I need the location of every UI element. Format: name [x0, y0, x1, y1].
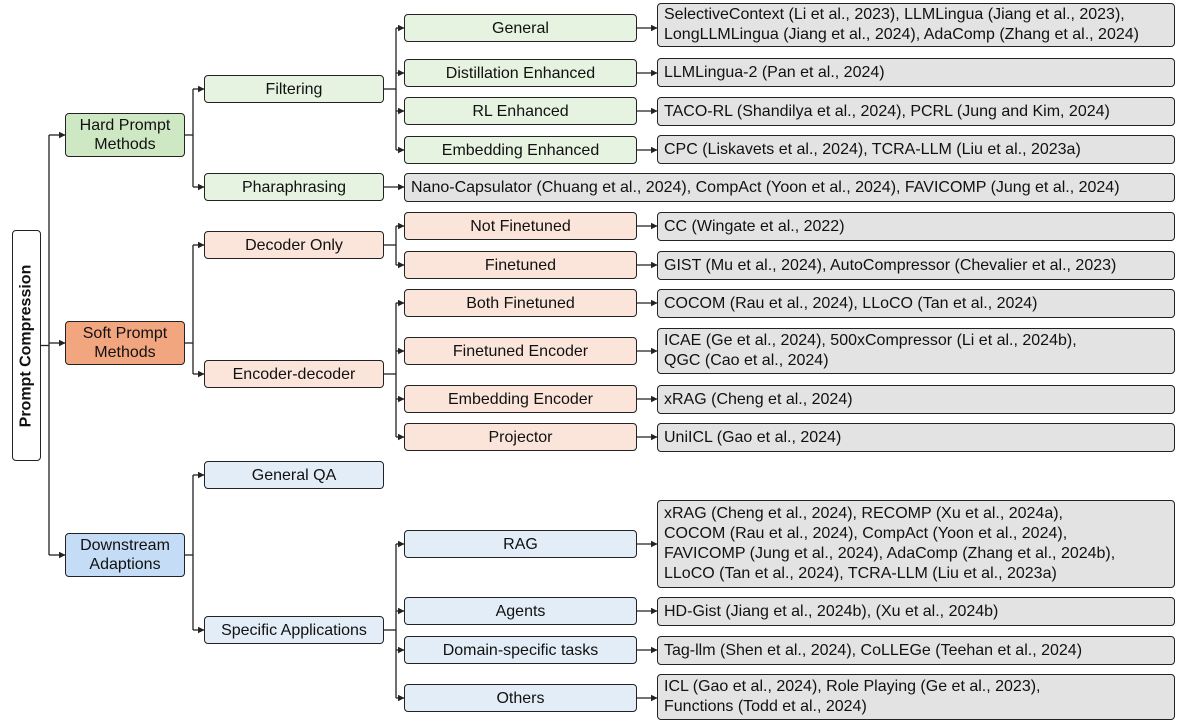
projector-label: Projector	[488, 428, 553, 446]
encoder-decoder-node: Encoder-decoder	[204, 360, 384, 388]
leaf-projector: UniICL (Gao et al., 2024)	[657, 423, 1175, 452]
leaf-finetuned: GIST (Mu et al., 2024), AutoCompressor (…	[657, 251, 1175, 280]
hard-prompt-label: Hard Prompt Methods	[79, 117, 171, 153]
both-finetuned-label: Both Finetuned	[466, 294, 575, 312]
leaf-both-finetuned-text: COCOM (Rau et al., 2024), LLoCO (Tan et …	[664, 294, 1038, 312]
paraphrasing-node: Pharaphrasing	[204, 173, 384, 201]
leaf-domain-specific: Tag-llm (Shen et al., 2024), CoLLEGe (Te…	[657, 636, 1175, 665]
soft-prompt-node: Soft Prompt Methods	[65, 321, 185, 365]
leaf-distillation-text: LLMLingua-2 (Pan et al., 2024)	[664, 63, 885, 81]
encoder-decoder-label: Encoder-decoder	[232, 365, 356, 383]
embedding-encoder-label: Embedding Encoder	[448, 390, 593, 408]
filtering-label: Filtering	[265, 80, 323, 98]
distillation-label: Distillation Enhanced	[445, 64, 596, 82]
leaf-agents: HD-Gist (Jiang et al., 2024b), (Xu et al…	[657, 597, 1175, 626]
soft-prompt-label: Soft Prompt Methods	[82, 325, 168, 361]
decoder-only-label: Decoder Only	[245, 236, 343, 254]
specific-applications-node: Specific Applications	[204, 616, 384, 644]
agents-node: Agents	[404, 597, 637, 625]
leaf-finetuned-encoder: ICAE (Ge et al., 2024), 500xCompressor (…	[657, 328, 1175, 374]
leaf-finetuned-text: GIST (Mu et al., 2024), AutoCompressor (…	[664, 256, 1117, 274]
distillation-node: Distillation Enhanced	[404, 59, 637, 87]
leaf-agents-text: HD-Gist (Jiang et al., 2024b), (Xu et al…	[664, 602, 999, 620]
embedding-encoder-node: Embedding Encoder	[404, 385, 637, 413]
rl-enhanced-label: RL Enhanced	[472, 102, 569, 120]
leaf-embedding-enhanced-text: CPC (Liskavets et al., 2024), TCRA-LLM (…	[664, 140, 1081, 158]
rag-node: RAG	[404, 530, 637, 558]
rag-label: RAG	[503, 535, 538, 553]
hard-prompt-node: Hard Prompt Methods	[65, 113, 185, 157]
leaf-paraphrasing-text: Nano-Capsulator (Chuang et al., 2024), C…	[411, 178, 1120, 196]
leaf-embedding-enhanced: CPC (Liskavets et al., 2024), TCRA-LLM (…	[657, 135, 1175, 164]
others-node: Others	[404, 684, 637, 712]
general-node: General	[404, 14, 637, 42]
general-qa-node: General QA	[204, 461, 384, 489]
finetuned-encoder-label: Finetuned Encoder	[452, 342, 589, 360]
not-finetuned-node: Not Finetuned	[404, 212, 637, 240]
projector-node: Projector	[404, 423, 637, 451]
leaf-rag-text: xRAG (Cheng et al., 2024), RECOMP (Xu et…	[664, 505, 1116, 582]
decoder-only-node: Decoder Only	[204, 231, 384, 259]
downstream-label: Downstream Adaptions	[80, 537, 170, 573]
embedding-enhanced-node: Embedding Enhanced	[404, 136, 637, 164]
leaf-embedding-encoder: xRAG (Cheng et al., 2024)	[657, 385, 1175, 414]
finetuned-label: Finetuned	[484, 256, 557, 274]
downstream-node: Downstream Adaptions	[65, 533, 185, 577]
leaf-not-finetuned-text: CC (Wingate et al., 2022)	[664, 217, 845, 235]
leaf-others-text: ICL (Gao et al., 2024), Role Playing (Ge…	[664, 678, 1041, 715]
general-label: General	[492, 19, 549, 37]
leaf-rag: xRAG (Cheng et al., 2024), RECOMP (Xu et…	[657, 500, 1175, 588]
domain-specific-label: Domain-specific tasks	[442, 641, 599, 659]
general-qa-label: General QA	[251, 466, 337, 484]
domain-specific-node: Domain-specific tasks	[404, 636, 637, 664]
embedding-enhanced-label: Embedding Enhanced	[441, 141, 600, 159]
leaf-not-finetuned: CC (Wingate et al., 2022)	[657, 212, 1175, 241]
leaf-projector-text: UniICL (Gao et al., 2024)	[664, 428, 842, 446]
finetuned-encoder-node: Finetuned Encoder	[404, 337, 637, 365]
leaf-both-finetuned: COCOM (Rau et al., 2024), LLoCO (Tan et …	[657, 289, 1175, 318]
filtering-node: Filtering	[204, 75, 384, 103]
leaf-general: SelectiveContext (Li et al., 2023), LLML…	[657, 3, 1175, 47]
root-label: Prompt Compression	[17, 264, 35, 427]
leaf-others: ICL (Gao et al., 2024), Role Playing (Ge…	[657, 674, 1175, 720]
rl-enhanced-node: RL Enhanced	[404, 97, 637, 125]
leaf-domain-specific-text: Tag-llm (Shen et al., 2024), CoLLEGe (Te…	[664, 641, 1083, 659]
leaf-finetuned-encoder-text: ICAE (Ge et al., 2024), 500xCompressor (…	[664, 332, 1077, 369]
not-finetuned-label: Not Finetuned	[470, 217, 571, 235]
specific-applications-label: Specific Applications	[221, 621, 367, 639]
root-node: Prompt Compression	[12, 230, 41, 461]
finetuned-node: Finetuned	[404, 251, 637, 279]
leaf-paraphrasing: Nano-Capsulator (Chuang et al., 2024), C…	[404, 173, 1175, 202]
agents-label: Agents	[495, 602, 546, 620]
others-label: Others	[496, 689, 545, 707]
leaf-rl-enhanced-text: TACO-RL (Shandilya et al., 2024), PCRL (…	[664, 102, 1110, 120]
leaf-distillation: LLMLingua-2 (Pan et al., 2024)	[657, 58, 1175, 87]
both-finetuned-node: Both Finetuned	[404, 289, 637, 317]
leaf-embedding-encoder-text: xRAG (Cheng et al., 2024)	[664, 390, 853, 408]
paraphrasing-label: Pharaphrasing	[241, 178, 347, 196]
leaf-general-text: SelectiveContext (Li et al., 2023), LLML…	[664, 6, 1139, 43]
leaf-rl-enhanced: TACO-RL (Shandilya et al., 2024), PCRL (…	[657, 97, 1175, 126]
